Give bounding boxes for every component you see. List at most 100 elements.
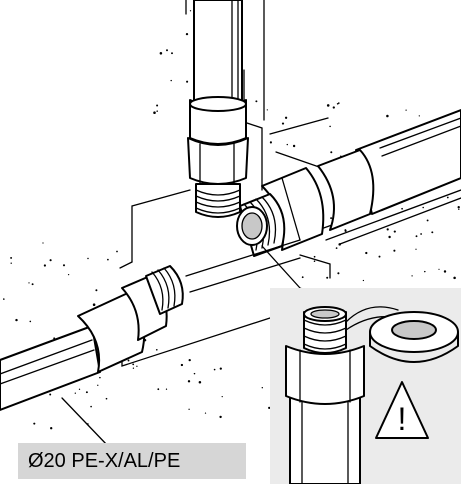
stipple-dot <box>344 229 347 231</box>
stipple-dot <box>165 388 168 390</box>
stipple-dot <box>159 52 163 55</box>
stipple-dot <box>337 272 340 275</box>
stipple-dot <box>266 109 268 111</box>
stipple-dot <box>313 260 316 262</box>
stipple-dot <box>157 388 160 391</box>
stipple-dot <box>386 228 389 231</box>
stipple-dot <box>335 247 338 249</box>
stipple-dot <box>85 391 88 394</box>
stipple-dot <box>97 384 99 386</box>
stipple-dot <box>95 289 98 292</box>
stipple-dot <box>189 10 192 12</box>
stipple-dot <box>393 230 396 233</box>
stipple-dot <box>78 388 81 390</box>
stipple-dot <box>127 359 130 362</box>
stipple-dot <box>132 363 135 366</box>
stipple-dot <box>90 405 92 408</box>
stipple-dot <box>10 256 13 259</box>
stipple-dot <box>170 79 172 82</box>
stipple-dot <box>438 268 440 270</box>
stipple-dot <box>171 52 173 55</box>
stipple-dot <box>180 363 184 367</box>
stipple-dot <box>301 276 304 279</box>
stipple-dot <box>198 380 202 384</box>
stipple-dot <box>453 276 456 280</box>
stipple-dot <box>415 235 418 238</box>
stipple-dot <box>188 358 191 362</box>
stipple-dot <box>393 249 396 252</box>
stipple-dot <box>284 116 288 119</box>
left-pipe <box>0 239 301 411</box>
stipple-dot <box>329 125 331 128</box>
stipple-dot <box>221 395 223 398</box>
stipple-dot <box>401 207 403 210</box>
stipple-dot <box>422 206 424 209</box>
stipple-dot <box>443 270 447 273</box>
sealing-tape-roll-icon <box>345 306 459 363</box>
ground-lines <box>325 189 461 245</box>
stipple-dot <box>136 365 138 367</box>
stipple-dot <box>411 275 413 277</box>
stipple-dot <box>116 250 118 253</box>
vertical-pipe <box>187 0 249 218</box>
right-pipe <box>236 109 461 257</box>
stipple-dot <box>62 264 66 267</box>
stipple-dot <box>457 206 460 209</box>
stipple-dot <box>286 143 288 146</box>
stipple-dot <box>28 282 30 284</box>
warning-triangle-icon: ! <box>375 381 429 439</box>
stipple-dot <box>332 106 335 109</box>
stipple-dot <box>386 114 389 118</box>
stipple-dot <box>49 259 52 262</box>
stipple-dot <box>313 255 316 258</box>
warning-symbol: ! <box>398 401 407 437</box>
stipple-dot <box>153 111 156 114</box>
stipple-dot <box>365 251 368 255</box>
stipple-dot <box>261 387 263 389</box>
stipple-dot <box>155 348 158 351</box>
stipple-dot <box>193 372 196 375</box>
stipple-dot <box>31 283 34 286</box>
stipple-dot <box>156 110 158 112</box>
stipple-dot <box>15 318 18 322</box>
stipple-dot <box>426 219 429 222</box>
stipple-dot <box>415 248 417 250</box>
stipple-dot <box>405 109 407 111</box>
stipple-dot <box>3 298 5 300</box>
stipple-dot <box>10 262 12 264</box>
stipple-dot <box>188 408 190 410</box>
stipple-dot <box>49 393 52 396</box>
stipple-dot <box>378 255 381 258</box>
stipple-dot <box>132 367 135 369</box>
stipple-dot <box>362 279 365 282</box>
stipple-dot <box>326 276 329 279</box>
stipple-dot <box>87 257 89 260</box>
stipple-dot <box>29 320 32 323</box>
stipple-dot <box>186 80 189 83</box>
stipple-dot <box>268 406 271 410</box>
stipple-dot <box>219 415 222 419</box>
stipple-dot <box>50 427 53 430</box>
stipple-dot <box>42 242 44 244</box>
stipple-dot <box>43 264 47 267</box>
stipple-dot <box>99 376 101 379</box>
stipple-dot <box>107 258 109 261</box>
label-leader-line <box>61 397 109 447</box>
stipple-dot <box>292 144 296 148</box>
stipple-dot <box>166 49 168 52</box>
stipple-dot <box>105 397 108 400</box>
stipple-dot <box>424 270 426 273</box>
stipple-dot <box>446 196 449 199</box>
stipple-dot <box>67 273 70 276</box>
stipple-dot <box>330 151 333 154</box>
stipple-dot <box>269 141 272 144</box>
stipple-dot <box>213 368 216 371</box>
stipple-dot <box>418 115 420 117</box>
stipple-dot <box>420 233 422 235</box>
stipple-dot <box>92 303 96 306</box>
stipple-dot <box>458 208 460 211</box>
stipple-dot <box>326 104 330 107</box>
stipple-dot <box>187 380 191 383</box>
